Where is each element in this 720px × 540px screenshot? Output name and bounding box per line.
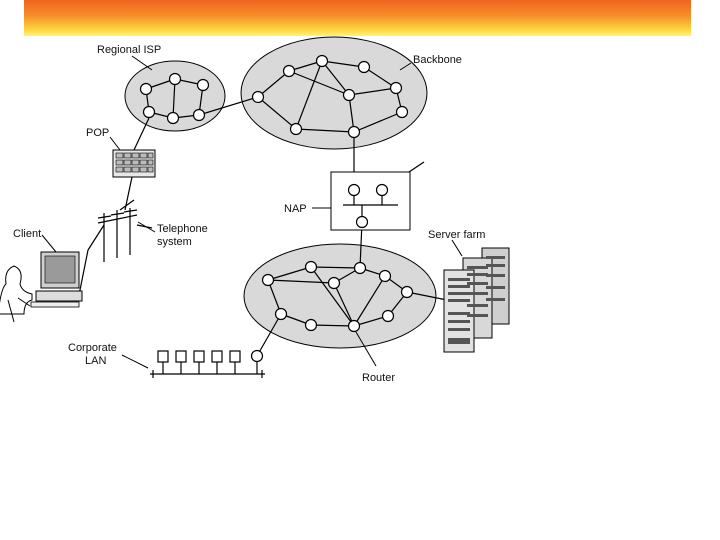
telephone-label-line2: system	[157, 236, 192, 248]
telephone-poles-icon	[77, 176, 153, 301]
server-farm-icon	[443, 247, 510, 353]
pop-modem-bank	[112, 117, 156, 178]
regional-isp-label: Regional ISP	[97, 44, 161, 56]
client-workstation-icon	[0, 251, 83, 323]
server-farm-label: Server farm	[428, 229, 485, 241]
corporate-label-line2: LAN	[85, 355, 106, 367]
title-banner	[24, 0, 691, 36]
nap-box	[330, 171, 411, 231]
corporate-label-line1: Corporate	[68, 342, 117, 354]
corporate-lan-bus	[150, 350, 265, 378]
router-label: Router	[362, 372, 395, 384]
client-label: Client	[13, 228, 41, 240]
lower-network-routers	[250, 260, 414, 363]
telephone-label-line1: Telephone	[157, 223, 208, 235]
backbone-label: Backbone	[413, 54, 462, 66]
nap-label: NAP	[284, 203, 307, 215]
label-leader-lines	[41, 55, 463, 369]
regional-isp-routers	[139, 72, 210, 125]
pop-label: POP	[86, 127, 109, 139]
backbone-routers	[251, 54, 409, 139]
